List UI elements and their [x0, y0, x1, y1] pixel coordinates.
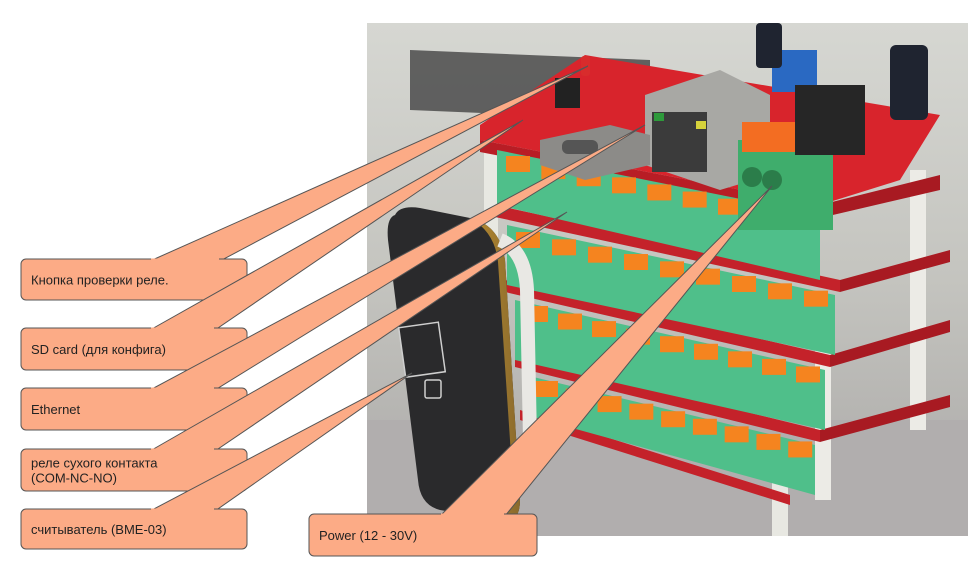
terminal-lever [612, 177, 636, 194]
terminal-lever [692, 418, 717, 435]
callout-label: считыватель (BME-03) [31, 522, 167, 537]
callout-seam [151, 258, 219, 262]
terminal-levers [506, 156, 828, 458]
callout-relay-test-button: Кнопка проверки реле. [20, 65, 589, 301]
terminal-lever [796, 366, 820, 383]
capacitor-photo [890, 45, 928, 120]
callout-ethernet: Ethernet [20, 124, 646, 431]
callout-seam [151, 448, 214, 452]
callout-seam [151, 327, 214, 331]
terminal-lever [660, 261, 684, 278]
terminal-lever [682, 191, 707, 208]
terminal-lever [661, 411, 686, 428]
callout-label: реле сухого контакта [31, 456, 158, 471]
pin-header-photo [555, 56, 590, 108]
terminal-lever [516, 232, 540, 248]
terminal-lever [647, 184, 672, 201]
callout-label: Ethernet [31, 402, 81, 417]
callout-layer: Кнопка проверки реле. SD card (для конфиг… [20, 65, 773, 557]
terminal-lever [558, 313, 582, 330]
terminal-lever [728, 351, 752, 368]
terminal-lever [694, 343, 718, 360]
terminal-lever [597, 396, 622, 413]
callout-box [20, 508, 248, 550]
terminal-lever [534, 381, 558, 397]
terminal-lever [629, 403, 654, 420]
terminal-lever [804, 290, 828, 307]
terminal-lever [718, 198, 742, 215]
standoff [772, 480, 788, 536]
terminal-lever [724, 426, 749, 443]
callout-seam [441, 513, 504, 517]
callout-box [308, 513, 538, 557]
callout-label: Кнопка проверки реле. [31, 273, 169, 288]
callout-sd-card: SD card (для конфига) [20, 119, 524, 371]
callout-seam [151, 387, 214, 391]
relay-socket-photo [795, 85, 865, 155]
device-photo [367, 23, 968, 536]
terminal-lever [588, 246, 612, 263]
callout-label: SD card (для конфига) [31, 342, 166, 357]
callout-reader: считыватель (BME-03) [20, 372, 413, 550]
terminal-lever [762, 358, 786, 375]
terminal-lever [732, 276, 756, 292]
terminal-lever [768, 283, 792, 300]
callout-seam [151, 508, 214, 512]
callout-label: Power (12 - 30V) [319, 528, 417, 543]
capacitor-photo [756, 23, 782, 68]
terminal-lever [756, 433, 781, 450]
terminal-lever [660, 336, 684, 353]
terminal-lever [552, 239, 576, 256]
standoff [910, 170, 926, 430]
callout-dry-contact-relay: реле сухого контакта(COM-NC-NO) [20, 211, 568, 492]
callout-power: Power (12 - 30V) [308, 185, 773, 557]
terminal-lever [624, 254, 648, 270]
terminal-lever [788, 441, 813, 458]
terminal-lever [506, 156, 530, 172]
callout-label: (COM-NC-NO) [31, 471, 117, 486]
terminal-lever [592, 321, 616, 338]
